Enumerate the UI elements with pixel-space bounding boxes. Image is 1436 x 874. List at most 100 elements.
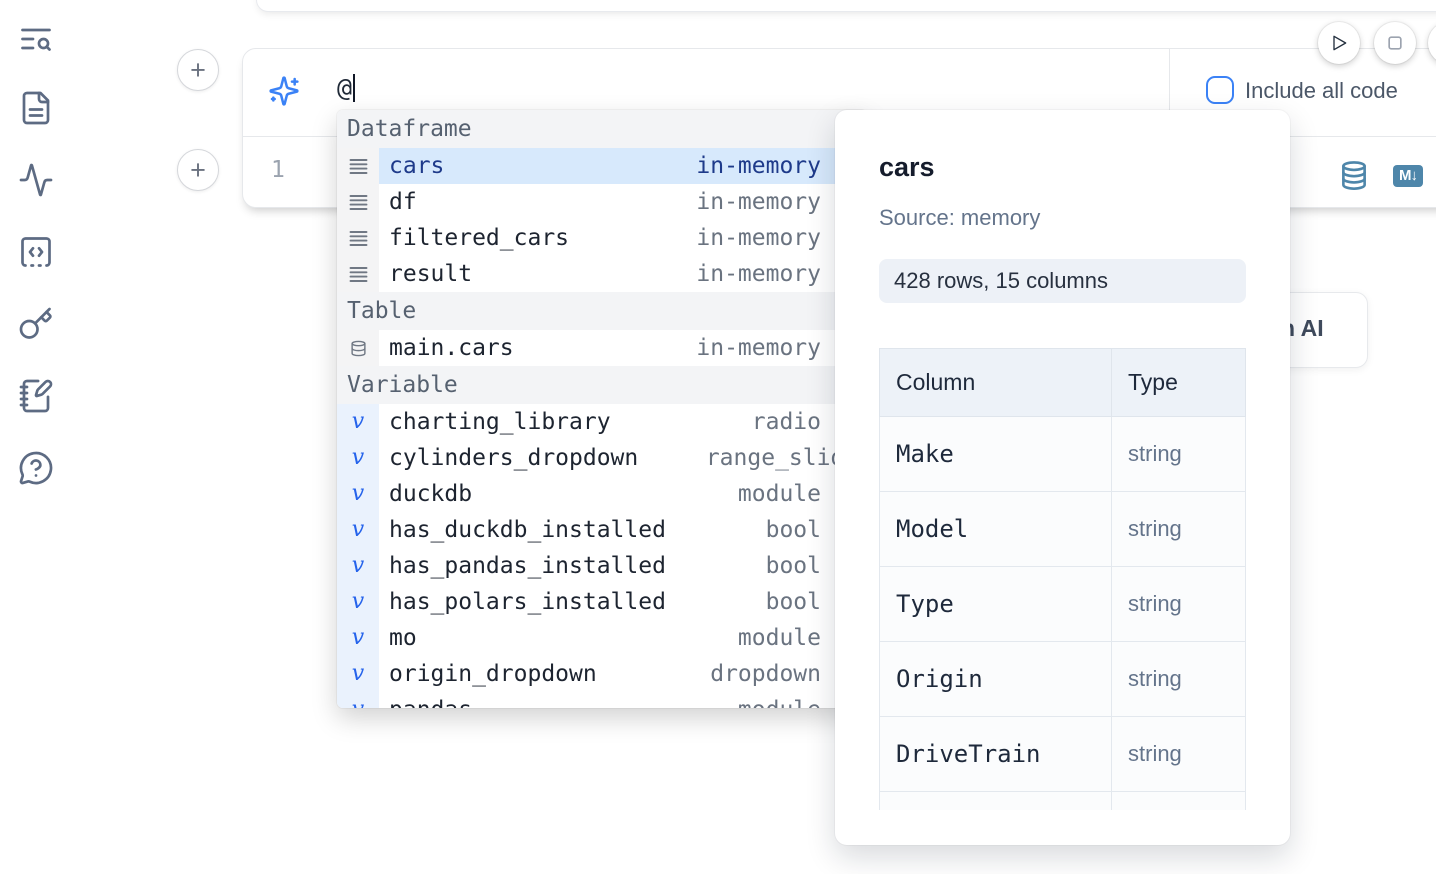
left-sidebar [0, 0, 72, 874]
completion-name: origin_dropdown [389, 661, 597, 687]
completion-name: cylinders_dropdown [389, 445, 639, 471]
panel-title: cars [879, 152, 935, 182]
markdown-icon[interactable]: M↓ [1393, 165, 1423, 187]
key-icon[interactable] [18, 306, 54, 342]
run-cell-button[interactable] [1318, 22, 1360, 64]
code-editor-row[interactable]: 1 M↓ [243, 137, 1436, 208]
column-type: string [1111, 416, 1246, 492]
file-document-icon[interactable] [18, 90, 54, 126]
completion-detail: module [737, 625, 821, 651]
completion-detail: radio [751, 409, 821, 435]
autocomplete-item-filtered_cars[interactable]: filtered_cars in-memory [337, 220, 867, 256]
column-name: DriveTrain [879, 716, 1112, 792]
sparkles-icon [268, 75, 300, 107]
add-cell-button-bottom[interactable]: + [177, 149, 219, 191]
help-chat-icon[interactable] [18, 450, 54, 486]
completion-name: result [389, 261, 473, 287]
completion-detail: module [737, 481, 821, 507]
completion-name: has_polars_installed [389, 589, 666, 615]
autocomplete-section-header: Table [337, 292, 867, 330]
completion-name: charting_library [389, 409, 611, 435]
autocomplete-item-result[interactable]: result in-memory [337, 256, 867, 292]
completion-name: duckdb [389, 481, 473, 507]
column-type: string [1111, 566, 1246, 642]
panel-source: Source: memory [879, 205, 1041, 230]
column-type [1111, 791, 1246, 810]
schema-header-column: Column [879, 348, 1112, 417]
schema-row [879, 791, 1246, 810]
autocomplete-item-has_polars_installed[interactable]: v has_polars_installed bool [337, 584, 867, 620]
completion-detail: module [738, 697, 821, 708]
code-snippets-icon[interactable] [18, 234, 54, 270]
completion-name: has_pandas_installed [389, 553, 666, 579]
completion-name: mo [389, 625, 417, 651]
activity-icon[interactable] [18, 162, 54, 198]
add-cell-button-top[interactable]: + [177, 49, 219, 91]
dataframe-rows-icon [337, 184, 379, 220]
completion-name: cars [389, 153, 445, 179]
completion-detail: in-memory [696, 335, 821, 361]
completion-detail: bool [765, 517, 821, 543]
completion-name: pandas [389, 697, 472, 708]
line-number: 1 [271, 157, 285, 183]
ai-prompt-input[interactable]: @ [337, 73, 356, 102]
autocomplete-item-pandas[interactable]: vpandas module [337, 692, 867, 708]
completion-detail: in-memory [696, 225, 821, 251]
database-icon[interactable] [1339, 159, 1369, 197]
autocomplete-item-origin_dropdown[interactable]: v origin_dropdown dropdown [337, 656, 867, 692]
completion-name: filtered_cars [389, 225, 570, 251]
completion-detail: bool [765, 589, 821, 615]
dataframe-rows-icon [337, 148, 379, 184]
autocomplete-item-charting_library[interactable]: v charting_library radio [337, 404, 867, 440]
variable-icon: v [337, 692, 379, 708]
toolbar-partial-button[interactable] [1428, 22, 1436, 64]
schema-header-type: Type [1111, 348, 1246, 417]
variable-icon: v [337, 584, 379, 620]
include-all-code-checkbox[interactable] [1206, 76, 1234, 104]
include-all-code-label: Include all code [1245, 78, 1398, 103]
notebook-pen-icon[interactable] [18, 378, 54, 414]
completion-detail: in-memory [696, 189, 821, 215]
autocomplete-section-header: Dataframe [337, 110, 867, 148]
dataframe-rows-icon [337, 220, 379, 256]
play-icon [1333, 35, 1347, 51]
database-icon [337, 330, 379, 366]
column-type: string [1111, 491, 1246, 567]
completion-name: main.cars [389, 335, 514, 361]
column-type: string [1111, 716, 1246, 792]
column-name: Make [879, 416, 1112, 492]
divider [1169, 49, 1170, 135]
previous-cell-edge [256, 0, 1436, 12]
variable-icon: v [337, 404, 379, 440]
variable-icon: v [337, 476, 379, 512]
column-type: string [1111, 641, 1246, 717]
completion-detail: in-memory [696, 261, 821, 287]
dataframe-rows-icon [337, 256, 379, 292]
dataframe-preview-panel: cars Source: memory 428 rows, 15 columns… [835, 110, 1290, 845]
variable-icon: v [337, 440, 379, 476]
completion-detail: dropdown [710, 661, 821, 687]
autocomplete-item-main.cars[interactable]: main.cars in-memory [337, 330, 867, 366]
toc-search-icon[interactable] [18, 21, 54, 57]
autocomplete-section-header: Variable [337, 366, 867, 404]
column-name: Origin [879, 641, 1112, 717]
variable-icon: v [337, 620, 379, 656]
variable-icon: v [337, 656, 379, 692]
stop-button[interactable] [1374, 22, 1416, 64]
